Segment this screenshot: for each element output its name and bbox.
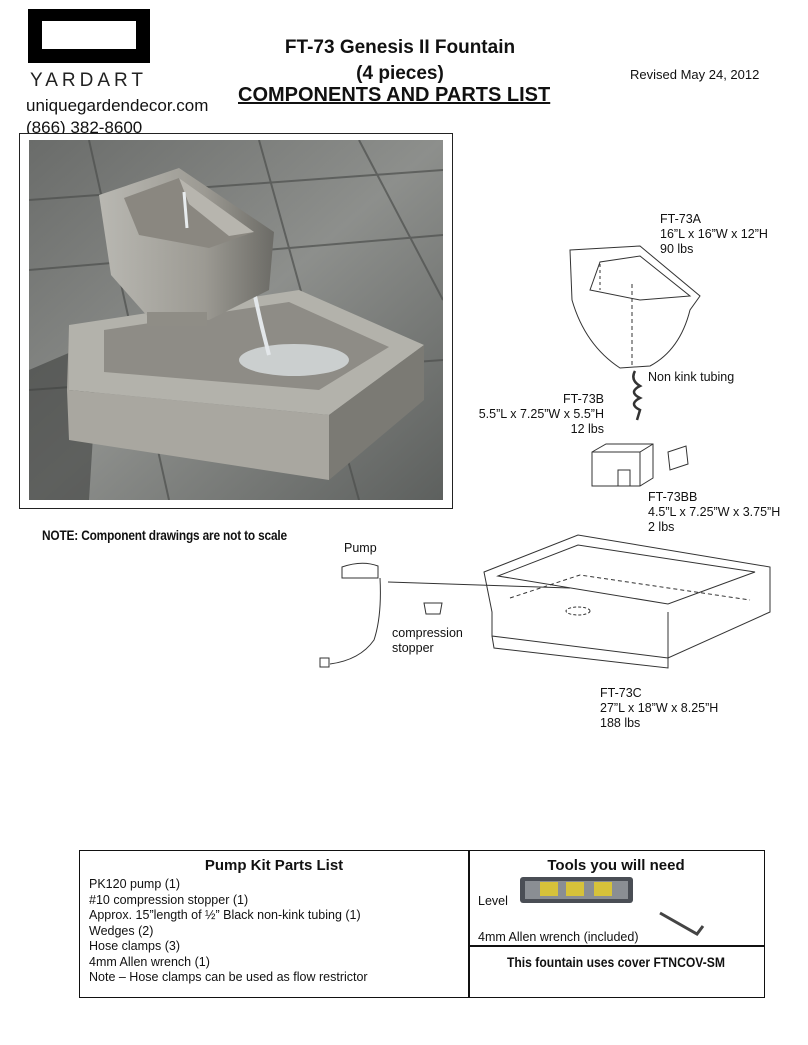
wedge-bb-drawing <box>667 445 689 471</box>
base-b-drawing <box>591 443 654 487</box>
component-c-label: FT-73C 27”L x 18”W x 8.25”H 188 lbs <box>600 686 719 730</box>
parts-list: PK120 pump (1) #10 compression stopper (… <box>89 877 368 986</box>
stopper-label: compression stopper <box>392 626 463 655</box>
product-photo-frame <box>19 133 453 509</box>
level-label: Level <box>478 894 508 908</box>
level-tool-icon <box>520 877 633 903</box>
pump-drawing <box>341 562 379 579</box>
document-heading: COMPONENTS AND PARTS LIST <box>238 84 551 106</box>
website-text: uniquegardendecor.com <box>26 96 209 115</box>
allen-wrench-icon <box>659 911 705 936</box>
bowl-drawing <box>569 245 701 369</box>
scale-note: NOTE: Component drawings are not to scal… <box>42 528 287 543</box>
revised-date: Revised May 24, 2012 <box>630 67 760 82</box>
parts-table: Pump Kit Parts List PK120 pump (1) #10 c… <box>79 850 765 998</box>
list-item: Approx. 15”length of ½” Black non-kink t… <box>89 908 361 922</box>
list-item: Wedges (2) <box>89 923 154 938</box>
component-b-label: FT-73B 5.5”L x 7.25”W x 5.5”H 12 lbs <box>478 392 604 436</box>
tubing-label: Non kink tubing <box>648 370 735 384</box>
brand-logo <box>28 9 150 63</box>
brand-name: YARDART <box>30 70 148 91</box>
phone-text: (866) 382-8600 <box>26 118 143 137</box>
list-item: PK120 pump (1) <box>89 877 181 891</box>
list-item: #10 compression stopper (1) <box>89 892 249 907</box>
component-a-label: FT-73A 16”L x 16”W x 12”H 90 lbs <box>660 212 768 256</box>
list-item: Note – Hose clamps can be used as flow r… <box>89 970 368 984</box>
document-subtitle: (4 pieces) <box>356 63 444 84</box>
basin-c-drawing <box>483 534 771 659</box>
pump-label: Pump <box>344 541 377 555</box>
stopper-drawing <box>423 602 443 615</box>
component-bb-label: FT-73BB 4.5”L x 7.25”W x 3.75”H 2 lbs <box>648 490 781 534</box>
document-title: FT-73 Genesis II Fountain <box>284 37 516 58</box>
tubing-drawing <box>632 370 643 421</box>
fountain-photo <box>29 140 443 500</box>
cover-note: This fountain uses cover FTNCOV-SM <box>506 955 726 970</box>
list-item: Hose clamps (3) <box>89 939 180 953</box>
allen-wrench-label: 4mm Allen wrench (included) <box>478 930 639 944</box>
list-item: 4mm Allen wrench (1) <box>89 954 210 969</box>
parts-list-title: Pump Kit Parts List <box>204 857 344 874</box>
tools-title: Tools you will need <box>547 857 685 874</box>
